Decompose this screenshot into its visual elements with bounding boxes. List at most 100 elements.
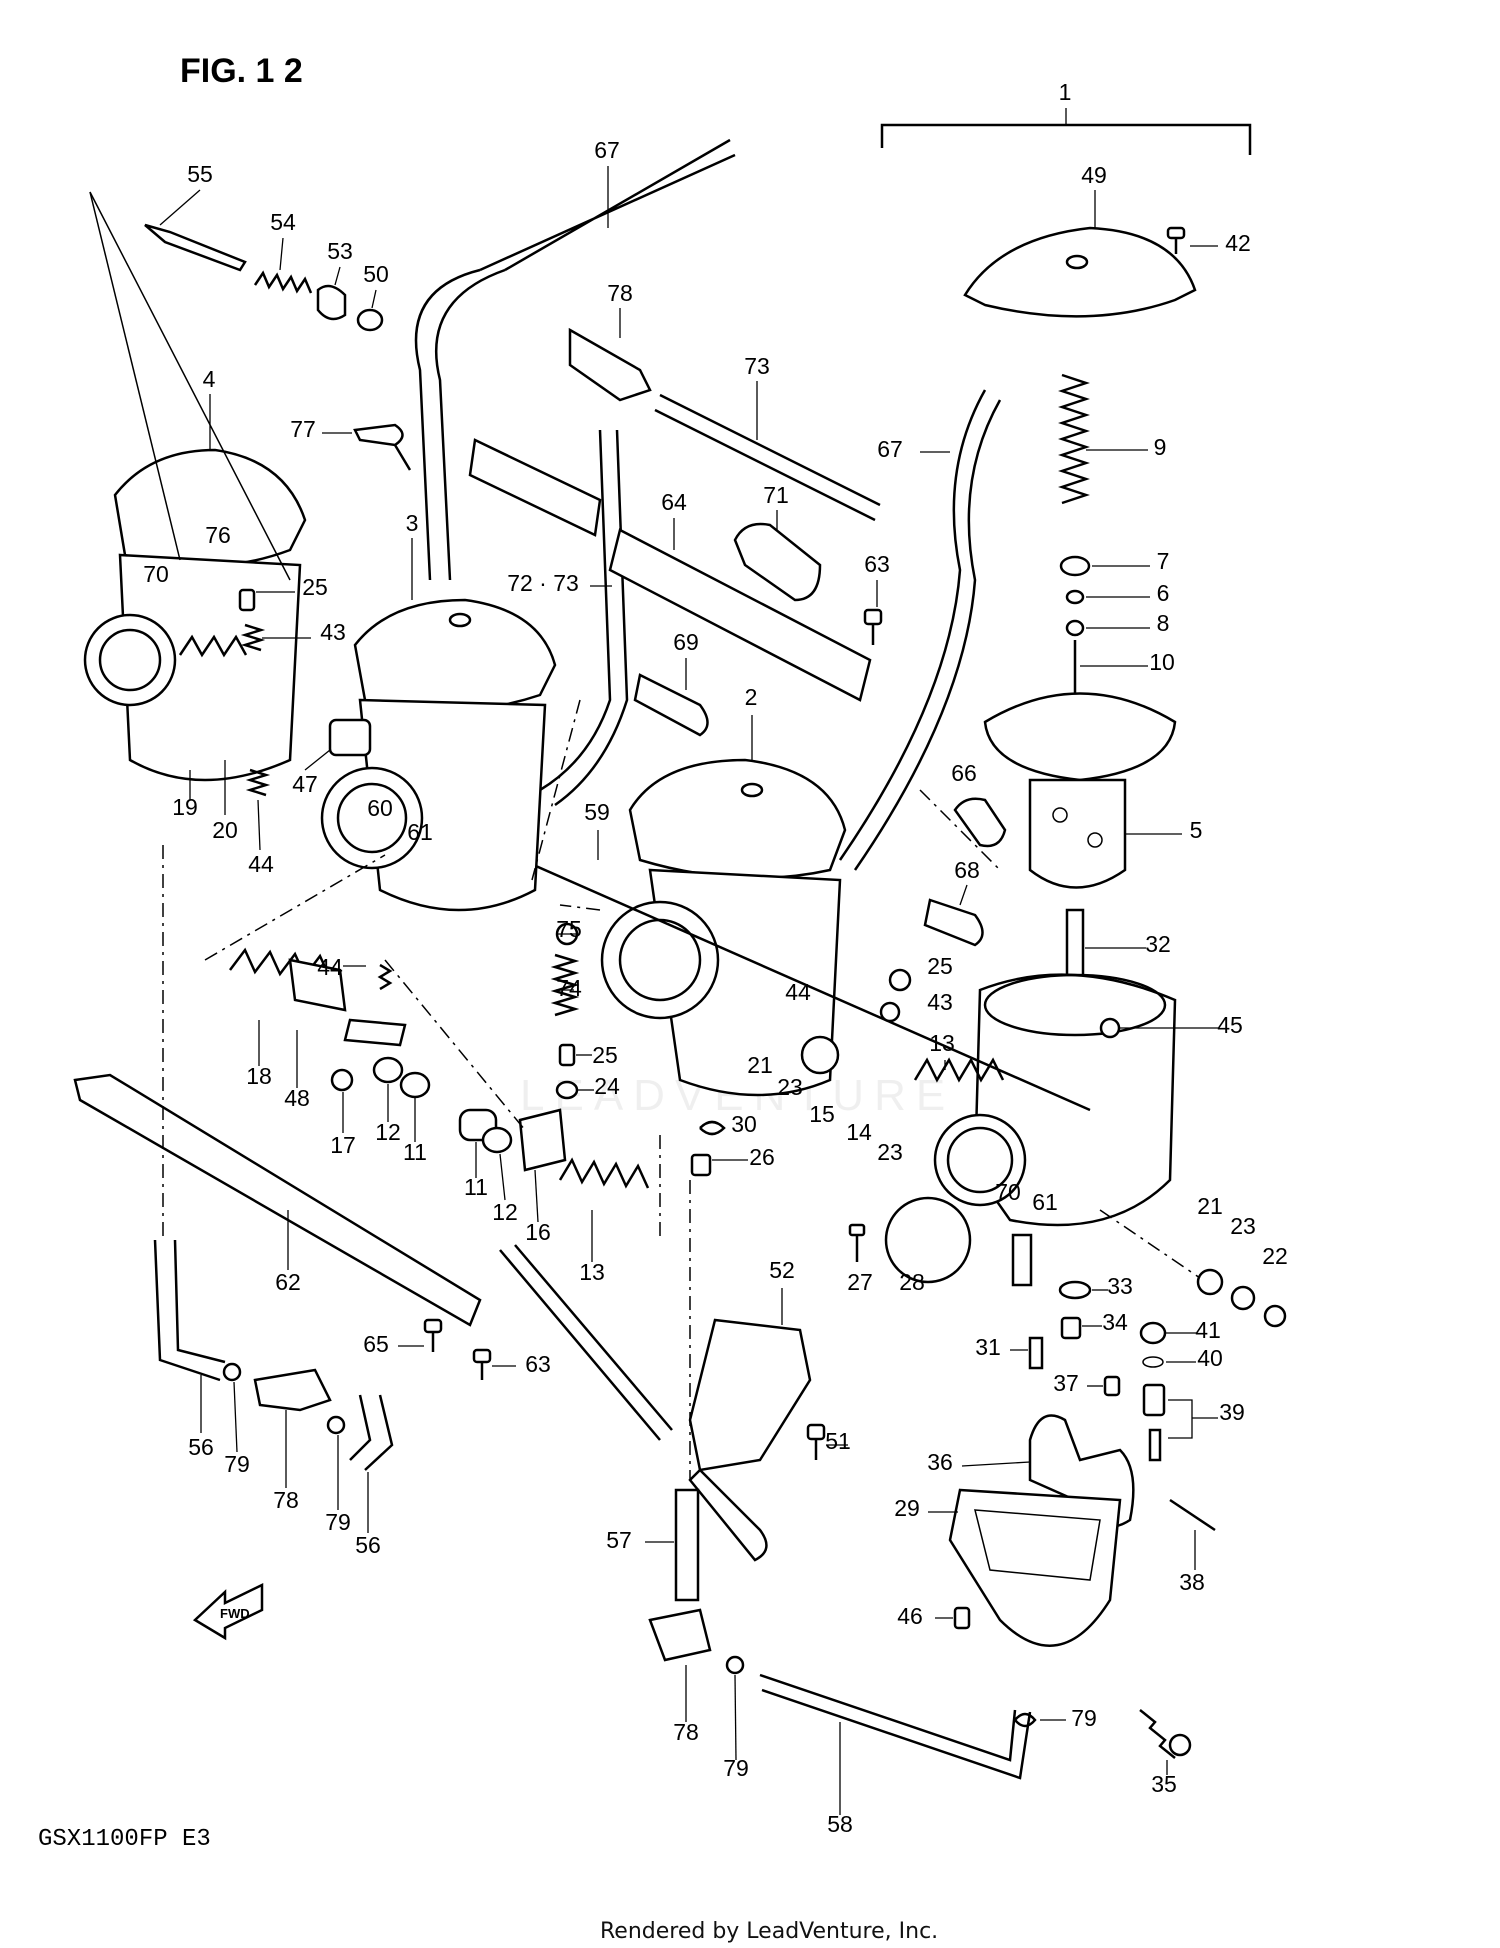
callout-25: 25: [592, 1042, 618, 1068]
callout-7: 7: [1157, 548, 1170, 574]
starter-plunger-55-54-53-50: [89, 189, 384, 581]
callout-75: 75: [556, 916, 582, 942]
callout-46: 46: [897, 1603, 923, 1629]
callout-11: 11: [403, 1139, 427, 1165]
fuel-line-left: [153, 1239, 394, 1533]
link-assembly-left: [229, 947, 431, 1142]
callout-28: 28: [899, 1269, 925, 1295]
callout-44: 44: [248, 851, 274, 877]
callout-4: 4: [203, 366, 216, 392]
callout-78: 78: [273, 1487, 299, 1513]
callout-18: 18: [246, 1063, 272, 1089]
callout-59: 59: [584, 799, 610, 825]
callout-67: 67: [594, 137, 620, 163]
callout-74: 74: [556, 975, 582, 1001]
callout-50: 50: [363, 261, 389, 287]
callout-21: 21: [1197, 1193, 1223, 1219]
callout-10: 10: [1149, 649, 1175, 675]
sensor-69: [633, 658, 709, 737]
fuel-hose-73: [654, 381, 881, 522]
fwd-arrow: FWD: [192, 1583, 264, 1641]
callout-12: 12: [492, 1199, 518, 1225]
callout-57: 57: [606, 1527, 632, 1553]
callout-78: 78: [607, 280, 633, 306]
callout-31: 31: [975, 1334, 1001, 1360]
callout-7273: 72 · 73: [507, 570, 579, 596]
callout-33: 33: [1107, 1273, 1133, 1299]
callout-54: 54: [270, 209, 296, 235]
footer-credit: Rendered by LeadVenture, Inc.: [600, 1919, 938, 1944]
callout-21: 21: [747, 1052, 773, 1078]
callout-20: 20: [212, 817, 238, 843]
throttle-cable-bracket-52: [499, 1244, 812, 1562]
callout-56: 56: [355, 1532, 381, 1558]
float-bowl-29: [928, 1488, 1122, 1647]
screw-42: [1166, 226, 1218, 254]
callout-68: 68: [954, 857, 980, 883]
callout-39: 39: [1219, 1399, 1245, 1425]
screw-51: [806, 1423, 848, 1460]
screws-65-63-bottom: [398, 1318, 516, 1380]
side-seals-21-23-22: [1099, 1209, 1287, 1328]
callout-6: 6: [1157, 580, 1170, 606]
needle-parts-stack: [1059, 555, 1150, 738]
callout-32: 32: [1145, 931, 1171, 957]
clip-77: [322, 423, 412, 471]
callout-37: 37: [1053, 1370, 1079, 1396]
callout-52: 52: [769, 1257, 795, 1283]
sensor-68: [923, 884, 984, 947]
callout-77: 77: [290, 416, 316, 442]
callout-15: 15: [809, 1101, 835, 1127]
callout-23: 23: [1230, 1213, 1256, 1239]
callout-79: 79: [1071, 1705, 1097, 1731]
callout-27: 27: [847, 1269, 873, 1295]
callout-8: 8: [1157, 610, 1170, 636]
support-plate-62: [73, 1073, 482, 1327]
callout-43: 43: [927, 989, 953, 1015]
carb-top-cap: [963, 190, 1197, 318]
callout-79: 79: [224, 1451, 250, 1477]
bowl-screw-38: [1169, 1498, 1216, 1570]
callout-40: 40: [1197, 1345, 1223, 1371]
callout-44: 44: [317, 954, 343, 980]
callout-63: 63: [525, 1351, 551, 1377]
callout-48: 48: [284, 1085, 310, 1111]
callout-1: 1: [1059, 79, 1072, 105]
callout-63: 63: [864, 551, 890, 577]
fwd-label: FWD: [220, 1606, 250, 1621]
callout-35: 35: [1151, 1771, 1177, 1797]
callout-44: 44: [785, 979, 811, 1005]
cover-28-screw-27: [848, 1196, 972, 1284]
callout-22: 22: [1262, 1243, 1288, 1269]
fuel-tee-78-top: [568, 308, 652, 402]
callout-19: 19: [172, 794, 198, 820]
callout-23: 23: [777, 1074, 803, 1100]
callout-9: 9: [1154, 434, 1167, 460]
callout-41: 41: [1195, 1317, 1221, 1343]
drain-clip-79-right: [1014, 1712, 1066, 1728]
callout-71: 71: [763, 482, 789, 508]
callout-17: 17: [330, 1132, 356, 1158]
callout-42: 42: [1225, 230, 1251, 256]
callout-64: 64: [661, 489, 687, 515]
callout-12: 12: [375, 1119, 401, 1145]
callout-34: 34: [1102, 1309, 1128, 1335]
link-assembly-center: [458, 1108, 650, 1262]
callout-62: 62: [275, 1269, 301, 1295]
model-code: GSX1100FP E3: [38, 1826, 211, 1853]
left-small-parts: [178, 588, 372, 851]
callout-78: 78: [673, 1719, 699, 1745]
callout-58: 58: [827, 1811, 853, 1837]
pilot-screw-35: [1139, 1709, 1192, 1775]
callout-16: 16: [525, 1219, 551, 1245]
vent-tube-67-right: [838, 389, 1002, 871]
callout-66: 66: [951, 760, 977, 786]
right-carb-body: [933, 973, 1218, 1287]
callout-65: 65: [363, 1331, 389, 1357]
bowl-screw-46: [935, 1606, 971, 1630]
figure-title: FIG. 1 2: [180, 52, 303, 90]
callout-36: 36: [927, 1449, 953, 1475]
callout-70: 70: [995, 1179, 1021, 1205]
hose-66: [953, 797, 1007, 848]
